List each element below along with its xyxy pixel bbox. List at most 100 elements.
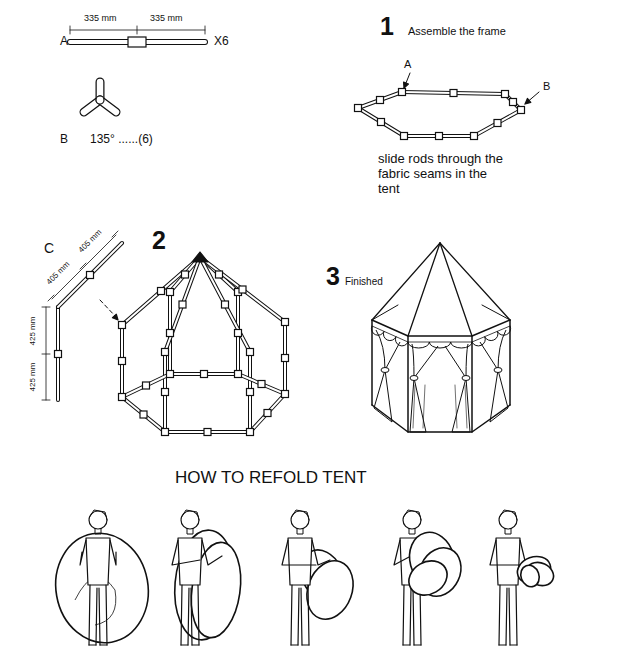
rod-joint	[258, 381, 265, 388]
rod-core	[200, 257, 285, 322]
curtain-fold	[455, 385, 457, 428]
curtain-fold	[423, 385, 425, 428]
person-head	[291, 511, 309, 529]
person-arm	[490, 540, 522, 565]
step-number: 1	[380, 12, 394, 41]
person-arm	[312, 540, 330, 565]
person-head	[89, 511, 107, 529]
person-leg	[291, 585, 292, 645]
step-title: Assemble the frame	[408, 25, 506, 38]
tent-post	[407, 336, 409, 432]
rod	[200, 257, 285, 322]
person-torso	[288, 538, 312, 585]
valance-line	[372, 326, 408, 342]
rod-joint	[436, 133, 443, 140]
person-hair	[403, 510, 421, 520]
person-neck	[505, 529, 511, 534]
post-joint	[119, 358, 126, 365]
corner-joint	[518, 107, 525, 114]
rod-core	[358, 108, 404, 136]
corner-joint	[167, 371, 174, 378]
person-neck	[95, 529, 101, 534]
part-letter: C	[44, 240, 54, 256]
rod-joint	[494, 120, 501, 127]
curtain	[374, 330, 400, 422]
dimension-text: 335 mm	[84, 13, 117, 23]
dimension-tick	[42, 307, 50, 308]
person-torso	[496, 538, 520, 585]
person-leg	[188, 588, 189, 645]
tent-post	[471, 336, 473, 432]
rod	[122, 397, 165, 432]
corner-joint	[119, 322, 126, 329]
arrow-head	[112, 314, 118, 320]
step-number: 2	[152, 226, 166, 255]
person-head	[499, 511, 517, 529]
person-hair	[499, 510, 517, 520]
person-leg	[509, 588, 510, 645]
part-letter: B	[60, 133, 68, 147]
rod	[200, 257, 250, 352]
post-joint	[167, 330, 174, 337]
curtain-tie	[410, 376, 418, 381]
person-head	[403, 511, 421, 529]
person-leg	[298, 588, 299, 645]
callout-letter: A	[404, 58, 411, 71]
valance-scallop	[371, 326, 408, 346]
post-joint	[282, 355, 289, 362]
person-foot	[192, 644, 199, 645]
corner-joint	[355, 105, 362, 112]
person-foot	[181, 644, 188, 645]
rod-core	[200, 257, 250, 352]
apex-cap	[192, 252, 208, 262]
corner-joint	[162, 349, 169, 356]
person-leg	[499, 585, 500, 645]
ridge-joint	[222, 301, 229, 308]
person-torso	[86, 538, 110, 585]
dimension-line	[70, 30, 205, 31]
rod-joint	[55, 351, 62, 358]
person-leg	[516, 585, 517, 645]
section-heading: HOW TO REFOLD TENT	[175, 468, 367, 488]
person-foot	[510, 644, 517, 645]
roof-seam	[408, 243, 440, 336]
dimension-tick	[112, 231, 118, 237]
curtain	[445, 344, 470, 432]
person-hair	[181, 510, 199, 520]
person-foot	[89, 644, 96, 645]
ridge-joint	[158, 288, 165, 295]
dimension-tick	[137, 26, 138, 34]
corner-joint	[247, 349, 254, 356]
post-joint	[247, 389, 254, 396]
connector-hub	[96, 96, 104, 104]
rod-core	[250, 394, 285, 432]
rod-core	[165, 257, 200, 352]
rod	[238, 374, 285, 394]
person-leg	[99, 588, 100, 645]
valance-scallop	[408, 342, 472, 348]
arrow-head	[404, 82, 409, 88]
rod-core	[474, 110, 521, 136]
person-leg	[506, 588, 507, 645]
part-letter: A	[60, 35, 68, 49]
person-leg	[181, 585, 182, 645]
dimension-tick	[205, 26, 206, 34]
person-foot	[291, 644, 298, 645]
person-leg	[198, 585, 199, 645]
tent-loop	[518, 563, 542, 590]
dimension-text: 405 mm	[77, 228, 104, 255]
dimension-tick	[42, 354, 50, 355]
ridge-joint	[182, 271, 189, 278]
rod	[58, 243, 122, 307]
dimension-text: 405 mm	[45, 260, 72, 287]
curtain-tie	[462, 376, 470, 381]
person-foot	[499, 644, 506, 645]
ridge-joint	[179, 301, 186, 308]
person-foot	[403, 644, 410, 645]
corner-joint	[235, 371, 242, 378]
person-leg	[308, 585, 309, 645]
curtain	[410, 344, 438, 432]
rod-core	[122, 397, 165, 432]
dimension-line	[46, 307, 47, 400]
